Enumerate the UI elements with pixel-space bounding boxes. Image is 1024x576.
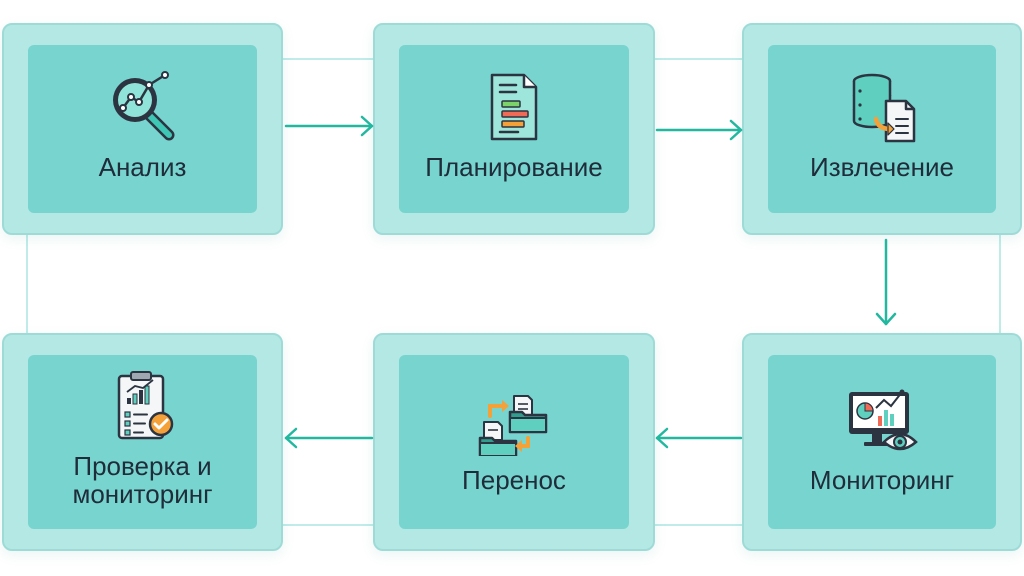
step-verification-panel: Проверка и мониторинг [28,355,257,529]
step-transfer-panel: Перенос [399,355,629,529]
folder-transfer-icon [478,395,548,456]
step-extraction-panel: Извлечение [768,45,996,213]
step-extraction-card: Извлечение [742,23,1022,235]
arrow-planning-to-extraction [655,119,743,141]
arrow-extraction-to-monitoring [875,238,897,326]
step-analysis-panel: Анализ [28,45,257,213]
analysis-magnifier-icon [112,71,174,141]
database-extract-icon [852,73,916,143]
step-planning-panel: Планирование [399,45,629,213]
step-transfer-label: Перенос [462,465,566,495]
step-analysis-label: Анализ [98,152,187,182]
step-verification-label: Проверка и мониторинг [72,451,213,509]
step-planning-label: Планирование [425,152,603,182]
step-monitoring-card: Мониторинг [742,333,1022,551]
clipboard-check-icon [117,371,173,440]
monitor-eye-icon [849,389,918,451]
step-transfer-card: Перенос [373,333,655,551]
step-verification-card: Проверка и мониторинг [2,333,283,551]
step-extraction-label: Извлечение [810,152,954,182]
arrow-analysis-to-planning [284,115,374,137]
arrow-monitoring-to-transfer [655,427,743,449]
step-monitoring-label: Мониторинг [809,465,955,495]
step-analysis-card: Анализ [2,23,283,235]
step-planning-card: Планирование [373,23,655,235]
plan-document-icon [490,73,538,141]
step-monitoring-panel: Мониторинг [768,355,996,529]
arrow-transfer-to-verification [284,427,374,449]
